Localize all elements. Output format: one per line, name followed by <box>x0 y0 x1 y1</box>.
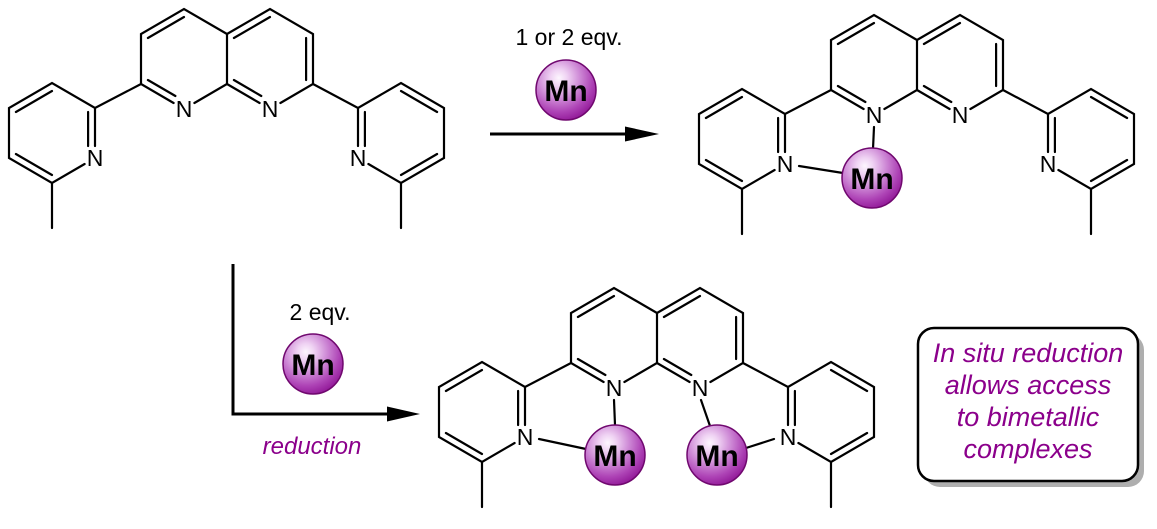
mn-center-bis-right <box>686 424 748 486</box>
metal-nitrogen-bonds-bis <box>537 398 776 451</box>
mono-manganese-complex-structure <box>697 13 1136 236</box>
note-box: In situ reduction allows access to bimet… <box>916 326 1144 487</box>
note-box-background <box>916 326 1140 483</box>
metal-nitrogen-bonds-mono <box>797 125 876 175</box>
bis-manganese-complex-structure <box>437 286 876 509</box>
note-line-1: In situ reduction <box>933 338 1124 368</box>
bottom-branch-arrow <box>231 264 420 422</box>
note-line-2: allows access <box>945 370 1112 400</box>
top-reaction-arrow <box>490 126 659 142</box>
reduction-text: reduction <box>263 433 362 460</box>
arrow-head <box>387 406 420 422</box>
mn-center-mono <box>841 147 903 209</box>
mn-reagent-sphere-bottom <box>282 333 344 395</box>
mn-center-bis-left <box>584 424 646 486</box>
top-equivalents-text: 1 or 2 eqv. <box>516 24 623 50</box>
bottom-equivalents-text: 2 eqv. <box>290 299 351 325</box>
note-line-3: to bimetallic <box>957 402 1100 432</box>
arrow-head <box>625 126 659 142</box>
free-ligand-structure <box>7 7 446 230</box>
note-line-4: complexes <box>963 434 1092 464</box>
mn-reagent-sphere-top <box>535 59 597 121</box>
arrow-shaft <box>231 264 389 416</box>
